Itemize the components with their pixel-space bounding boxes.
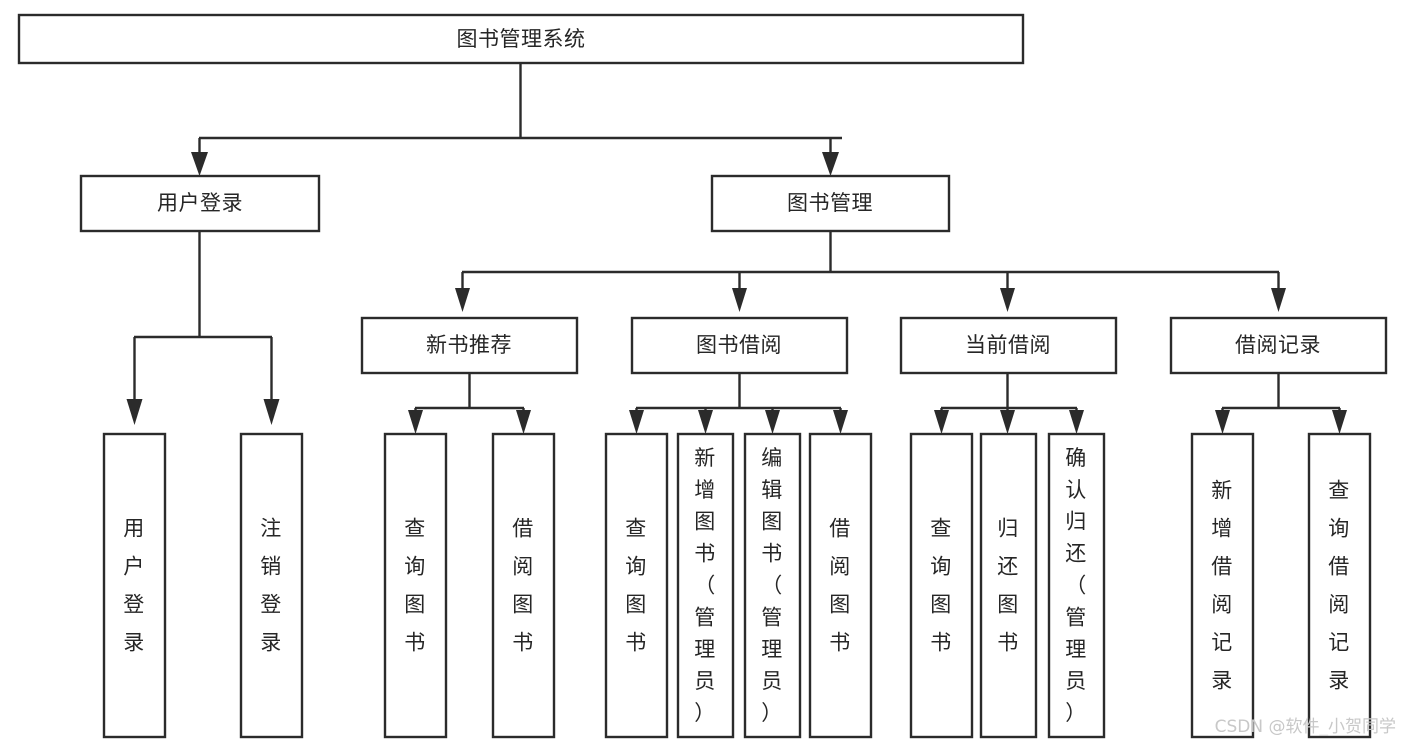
- connector-group-borrow-record-to-leaves: [1215, 373, 1347, 434]
- arrow-head-book-manage: [822, 152, 839, 176]
- node-current-borrow[interactable]: 当前借阅: [899, 316, 1118, 375]
- node-leaf-query-book-2-label: 查询图书: [625, 516, 647, 654]
- node-borrow-record-box[interactable]: [1169, 316, 1388, 375]
- node-borrow-record-label: 借阅记录: [1235, 333, 1321, 357]
- arrow-head-leaf-logout: [263, 399, 280, 425]
- node-leaf-query-book-3[interactable]: 查询图书: [909, 432, 974, 739]
- arrow-head-add-book: [698, 410, 713, 434]
- arrow-head-query-book-2: [629, 410, 644, 434]
- node-leaf-user-login-box[interactable]: [102, 432, 167, 739]
- node-user-login-label: 用户登录: [157, 191, 243, 215]
- node-leaf-confirm-return-box[interactable]: [1047, 432, 1106, 739]
- csdn-watermark: CSDN @软件_小贺同学: [1215, 717, 1396, 737]
- node-user-login-box[interactable]: [79, 174, 321, 233]
- node-root-box[interactable]: [17, 13, 1025, 65]
- node-book-borrow[interactable]: 图书借阅: [630, 316, 849, 375]
- arrow-head-borrow-book-1: [516, 410, 531, 434]
- arrow-head-book-borrow: [732, 288, 747, 312]
- node-leaf-return-book[interactable]: 归还图书: [979, 432, 1038, 739]
- connector-group-current-borrow-to-leaves: [934, 373, 1084, 434]
- arrow-head-query-record: [1332, 410, 1347, 434]
- node-book-manage[interactable]: 图书管理: [710, 174, 951, 233]
- node-borrow-record[interactable]: 借阅记录: [1169, 316, 1388, 375]
- arrow-head-add-record: [1215, 410, 1230, 434]
- node-root[interactable]: 图书管理系统: [17, 13, 1025, 65]
- node-leaf-borrow-book-2-box[interactable]: [808, 432, 873, 739]
- arrow-head-return-book: [1000, 410, 1015, 434]
- node-new-book-recommend-label: 新书推荐: [426, 333, 512, 357]
- node-current-borrow-label: 当前借阅: [965, 333, 1051, 357]
- connector-group-new-book-to-leaves: [408, 373, 531, 434]
- arrow-head-query-book-3: [934, 410, 949, 434]
- node-leaf-query-book-2-box[interactable]: [604, 432, 669, 739]
- node-leaf-borrow-book-2[interactable]: 借阅图书: [808, 432, 873, 739]
- node-leaf-logout-login[interactable]: 注销登录: [239, 432, 304, 739]
- arrow-head-current-borrow: [1000, 288, 1015, 312]
- arrow-head-edit-book: [765, 410, 780, 434]
- node-leaf-add-book-label: 新增图书（管理员）: [694, 446, 716, 725]
- node-leaf-query-record[interactable]: 查询借阅记录: [1307, 432, 1372, 739]
- node-user-login[interactable]: 用户登录: [79, 174, 321, 233]
- connector-group-root-to-level1: [191, 64, 842, 176]
- node-book-borrow-box[interactable]: [630, 316, 849, 375]
- node-leaf-borrow-book-1-label: 借阅图书: [512, 516, 534, 654]
- node-leaf-borrow-book-2-label: 借阅图书: [829, 516, 851, 654]
- node-leaf-add-book-box[interactable]: [676, 432, 735, 739]
- node-leaf-query-book-3-label: 查询图书: [930, 516, 952, 654]
- node-leaf-borrow-book-1-box[interactable]: [491, 432, 556, 739]
- node-leaf-borrow-book-1[interactable]: 借阅图书: [491, 432, 556, 739]
- arrow-head-query-book-1: [408, 410, 423, 434]
- node-leaf-confirm-return-label: 确认归还（管理员）: [1065, 446, 1087, 725]
- connector-group-book-manage-to-level2: [455, 231, 1286, 312]
- node-leaf-query-book-1[interactable]: 查询图书: [383, 432, 448, 739]
- node-book-borrow-label: 图书借阅: [696, 333, 782, 357]
- node-leaf-add-record-box[interactable]: [1190, 432, 1255, 739]
- node-leaf-add-record-label: 新增借阅记录: [1211, 478, 1233, 692]
- node-leaf-add-record[interactable]: 新增借阅记录: [1190, 432, 1255, 739]
- node-leaf-query-record-label: 查询借阅记录: [1328, 478, 1350, 692]
- node-current-borrow-box[interactable]: [899, 316, 1118, 375]
- arrow-head-borrow-record: [1271, 288, 1286, 312]
- arrow-head-confirm-return: [1069, 410, 1084, 434]
- connector-group-user-login-to-leaves: [126, 231, 280, 425]
- node-leaf-logout-login-box[interactable]: [239, 432, 304, 739]
- arrow-head-leaf-user-login: [126, 399, 143, 425]
- node-root-label: 图书管理系统: [457, 27, 586, 51]
- node-leaf-return-book-box[interactable]: [979, 432, 1038, 739]
- node-leaf-query-book-1-box[interactable]: [383, 432, 448, 739]
- node-leaf-query-book-3-box[interactable]: [909, 432, 974, 739]
- node-leaf-user-login-label: 用户登录: [123, 516, 145, 654]
- node-leaf-edit-book[interactable]: 编辑图书（管理员）: [743, 432, 802, 739]
- node-leaf-edit-book-label: 编辑图书（管理员）: [761, 446, 783, 725]
- node-leaf-query-book-2[interactable]: 查询图书: [604, 432, 669, 739]
- arrow-head-user-login: [191, 152, 208, 176]
- node-leaf-user-login[interactable]: 用户登录: [102, 432, 167, 739]
- node-book-manage-box[interactable]: [710, 174, 951, 233]
- arrow-head-borrow-book-2: [833, 410, 848, 434]
- node-new-book-recommend-box[interactable]: [360, 316, 579, 375]
- node-book-manage-label: 图书管理: [787, 191, 873, 215]
- node-new-book-recommend[interactable]: 新书推荐: [360, 316, 579, 375]
- arrow-head-new-book: [455, 288, 470, 312]
- node-leaf-return-book-label: 归还图书: [997, 516, 1019, 654]
- connector-group-book-borrow-to-leaves: [629, 373, 848, 434]
- node-leaf-add-book[interactable]: 新增图书（管理员）: [676, 432, 735, 739]
- node-leaf-query-record-box[interactable]: [1307, 432, 1372, 739]
- node-leaf-confirm-return[interactable]: 确认归还（管理员）: [1047, 432, 1106, 739]
- node-leaf-edit-book-box[interactable]: [743, 432, 802, 739]
- node-leaf-query-book-1-label: 查询图书: [404, 516, 426, 654]
- node-leaf-logout-login-label: 注销登录: [260, 516, 282, 654]
